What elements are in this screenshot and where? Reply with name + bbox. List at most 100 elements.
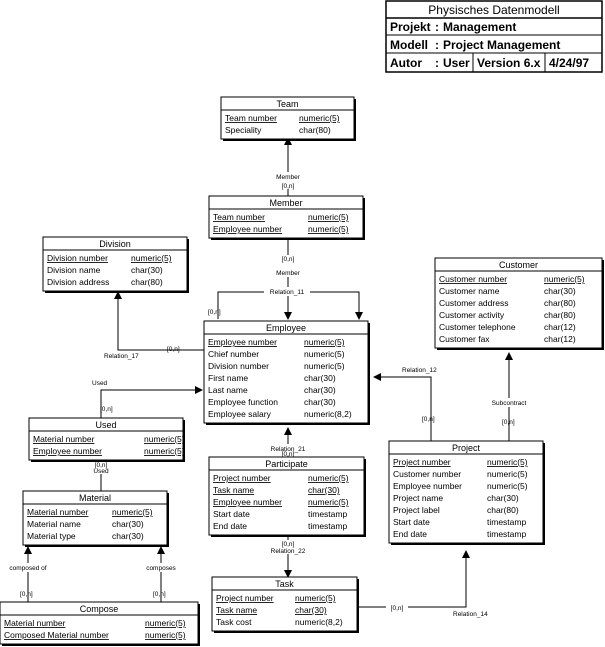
attribute-name: Employee number xyxy=(393,481,462,491)
attribute-name: Project number xyxy=(393,457,451,467)
attribute-name: Employee function xyxy=(208,397,278,407)
attribute-type: char(30) xyxy=(112,519,144,529)
attribute-type: char(30) xyxy=(112,531,144,541)
label-card-rel22: [0,n] xyxy=(282,541,295,548)
attribute-name: First name xyxy=(208,373,248,383)
attribute-type: numeric(5) xyxy=(295,593,336,603)
attribute-name: Start date xyxy=(393,517,430,527)
label-composes: composes xyxy=(146,565,176,572)
modell-value: Project Management xyxy=(443,38,560,52)
label-card-rel11: [0,n] xyxy=(208,309,221,316)
label-used-role-emp: Used xyxy=(92,380,108,387)
attribute-type: numeric(5) xyxy=(144,446,185,456)
attribute-name: Division number xyxy=(208,361,269,371)
attribute-name: Division number xyxy=(47,253,108,263)
attribute-name: Last name xyxy=(208,385,248,395)
attribute-name: Material name xyxy=(27,519,81,529)
attribute-type: char(80) xyxy=(487,505,519,515)
label-relation-17: Relation_17 xyxy=(104,353,139,360)
attribute-name: Customer number xyxy=(439,274,507,284)
attribute-type: numeric(5) xyxy=(304,361,345,371)
attribute-name: End date xyxy=(393,529,427,539)
attribute-name: Customer telephone xyxy=(439,322,516,332)
relationship-lines xyxy=(24,137,513,608)
attribute-type: char(80) xyxy=(544,298,576,308)
projekt-value: Management xyxy=(443,20,516,34)
attribute-type: char(30) xyxy=(487,493,519,503)
attribute-name: Project label xyxy=(393,505,440,515)
attribute-type: numeric(8,2) xyxy=(295,617,343,627)
attribute-name: Start date xyxy=(213,509,250,519)
attribute-type: char(30) xyxy=(308,485,340,495)
attribute-type: char(80) xyxy=(299,125,331,135)
title-heading: Physisches Datenmodell xyxy=(428,3,559,17)
autor-label: Autor xyxy=(390,56,422,70)
attribute-name: Division name xyxy=(47,265,101,275)
label-relation-21: Relation_21 xyxy=(271,446,306,453)
entity-title: Member xyxy=(269,198,302,208)
svg-text::: : xyxy=(435,38,439,52)
attribute-name: Task name xyxy=(213,485,254,495)
label-card-rel17: [0,n] xyxy=(167,346,180,353)
attribute-type: timestamp xyxy=(308,521,347,531)
svg-text::: : xyxy=(435,20,439,34)
attribute-name: Team number xyxy=(213,212,265,222)
svg-text::: : xyxy=(435,56,439,70)
label-relation-22: Relation_22 xyxy=(271,548,306,555)
version-text: Version 6.x xyxy=(477,56,541,70)
entity-title: Compose xyxy=(80,604,119,614)
attribute-type: char(30) xyxy=(131,265,163,275)
attribute-type: timestamp xyxy=(487,529,526,539)
label-composed-of: composed of xyxy=(9,565,46,572)
attribute-type: numeric(5) xyxy=(112,507,153,517)
attribute-name: Material number xyxy=(4,618,66,628)
attribute-name: Composed Material number xyxy=(4,630,109,640)
attribute-name: Chief number xyxy=(208,349,259,359)
label-member-card-team: [0,n] xyxy=(282,183,295,190)
attribute-name: Material number xyxy=(33,434,95,444)
attribute-type: char(30) xyxy=(304,373,336,383)
attribute-type: numeric(5) xyxy=(308,224,349,234)
entity-title: Customer xyxy=(499,260,538,270)
attribute-type: numeric(5) xyxy=(487,457,528,467)
attribute-type: numeric(8,2) xyxy=(304,409,352,419)
label-card-rel21: [0,n] xyxy=(282,451,295,458)
entity-title: Task xyxy=(275,579,294,589)
attribute-name: Employee number xyxy=(213,497,282,507)
entity-title: Team xyxy=(276,99,298,109)
label-card-rel14: [0,n] xyxy=(391,605,404,612)
label-card-composed-of: [0,n] xyxy=(20,591,33,598)
attribute-name: Team number xyxy=(225,113,277,123)
attribute-name: Division address xyxy=(47,277,109,287)
attribute-type: numeric(5) xyxy=(308,212,349,222)
attribute-type: numeric(5) xyxy=(299,113,340,123)
label-member-role-emp: Member xyxy=(276,270,301,277)
label-used-role-mat: Used xyxy=(93,468,109,475)
label-used-card-mat: [0,n] xyxy=(95,462,108,469)
attribute-type: numeric(5) xyxy=(544,274,585,284)
attribute-type: numeric(5) xyxy=(144,434,185,444)
attribute-type: numeric(5) xyxy=(308,473,349,483)
attribute-name: Employee salary xyxy=(208,409,272,419)
attribute-name: Task name xyxy=(216,605,257,615)
attribute-name: Employee number xyxy=(208,337,277,347)
attribute-type: timestamp xyxy=(487,517,526,527)
attribute-type: char(30) xyxy=(295,605,327,615)
attribute-name: Project name xyxy=(393,493,443,503)
projekt-label: Projekt xyxy=(390,20,431,34)
attribute-name: Customer address xyxy=(439,298,508,308)
attribute-type: char(12) xyxy=(544,322,576,332)
attribute-type: numeric(5) xyxy=(304,337,345,347)
